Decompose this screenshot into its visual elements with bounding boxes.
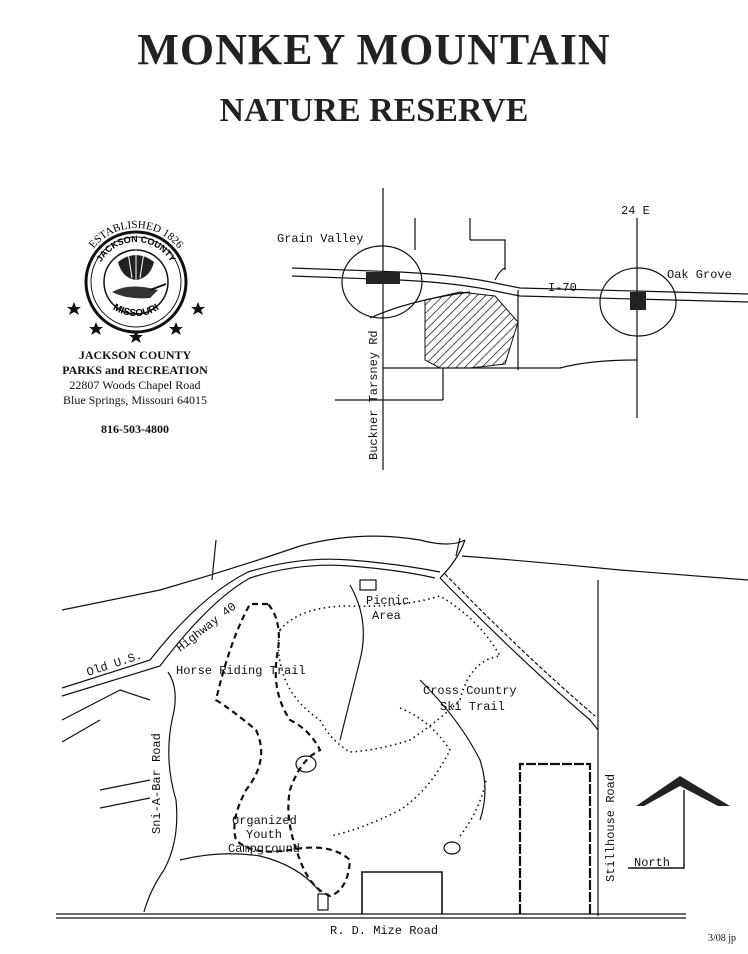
label-picnic-1: Picnic bbox=[366, 594, 409, 608]
page-title: MONKEY MOUNTAIN bbox=[137, 25, 611, 74]
label-campground-3: Campground bbox=[228, 842, 300, 856]
label-rd-mize-road: R. D. Mize Road bbox=[330, 924, 438, 938]
label-sni-a-bar-road: Sni-A-Bar Road bbox=[150, 733, 164, 834]
grain-valley-circle bbox=[341, 245, 423, 319]
label-ski-trail-1: Cross Country bbox=[423, 684, 517, 698]
label-stillhouse-road: Stillhouse Road bbox=[604, 774, 618, 882]
oak-grove-town-icon bbox=[630, 292, 646, 310]
oak-grove-circle bbox=[599, 267, 677, 337]
highway-40-line bbox=[61, 535, 466, 611]
reserve-location-area bbox=[424, 291, 519, 369]
horse-riding-trail-path bbox=[214, 602, 352, 898]
label-highway-40: Highway 40 bbox=[174, 600, 239, 655]
agency-address-line1: 22807 Woods Chapel Road bbox=[69, 378, 201, 392]
label-campground-1: Organized bbox=[232, 814, 297, 828]
label-i70: I-70 bbox=[548, 281, 577, 295]
label-24e: 24 E bbox=[621, 204, 650, 218]
label-old-us: Old U.S. bbox=[85, 649, 144, 680]
agency-name-line2: PARKS and RECREATION bbox=[62, 363, 208, 377]
grain-valley-town-icon bbox=[366, 272, 400, 284]
north-arrow-icon bbox=[628, 776, 730, 869]
agency-info: JACKSON COUNTY PARKS and RECREATION 2280… bbox=[40, 348, 230, 437]
i70-highway-line bbox=[291, 267, 748, 295]
ski-trail-extension-path bbox=[329, 707, 487, 837]
label-ski-trail-2: Ski Trail bbox=[440, 700, 505, 714]
label-grain-valley: Grain Valley bbox=[277, 232, 363, 246]
sni-a-bar-road-line bbox=[143, 671, 178, 913]
agency-phone: 816-503-4800 bbox=[101, 422, 169, 436]
agency-name-line1: JACKSON COUNTY bbox=[78, 348, 192, 362]
label-north: North bbox=[634, 856, 670, 870]
label-campground-2: Youth bbox=[246, 828, 282, 842]
label-picnic-2: Area bbox=[372, 609, 401, 623]
label-buckner-tarsney: Buckner Tarsney Rd bbox=[367, 330, 381, 460]
footer-note: 3/08 jp bbox=[707, 933, 736, 944]
label-horse-riding-trail: Horse Riding Trail bbox=[176, 664, 306, 678]
label-oak-grove: Oak Grove bbox=[667, 268, 732, 282]
page-subtitle: NATURE RESERVE bbox=[219, 92, 529, 129]
agency-address-line2: Blue Springs, Missouri 64015 bbox=[62, 393, 207, 407]
